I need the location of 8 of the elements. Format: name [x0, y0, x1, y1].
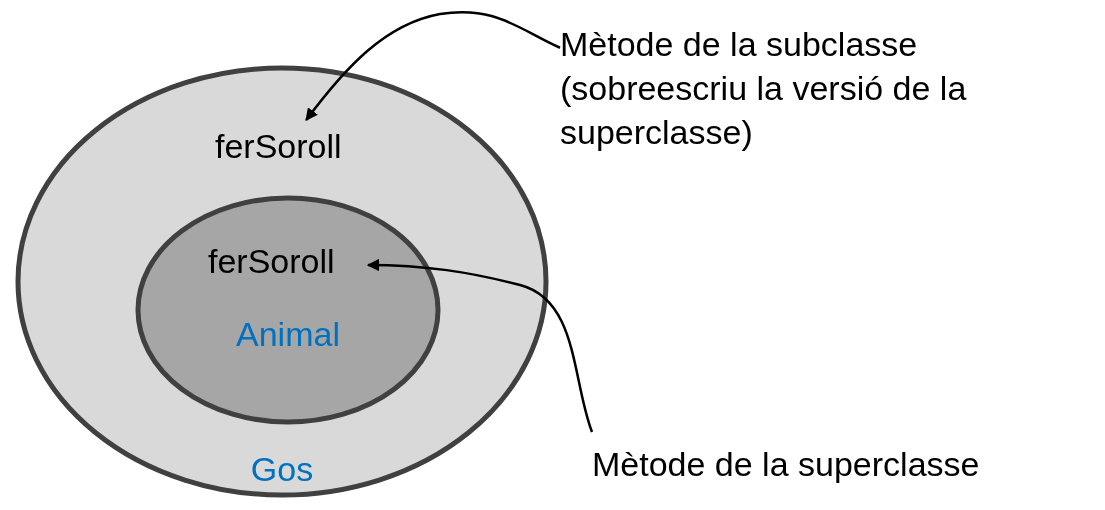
leader-arrow: [305, 10, 561, 121]
annotation-text: Mètode de la superclasse: [592, 432, 1062, 502]
class-name: Animal: [235, 315, 341, 354]
method-name: ferSoroll: [215, 120, 375, 180]
annotation-text: Mètode de la subclasse (sobreescriu la versió de la superclasse): [560, 18, 1090, 193]
method-name: ferSoroll: [208, 235, 368, 295]
class-name: Gos: [249, 450, 315, 489]
leader-arrow: [366, 258, 594, 433]
